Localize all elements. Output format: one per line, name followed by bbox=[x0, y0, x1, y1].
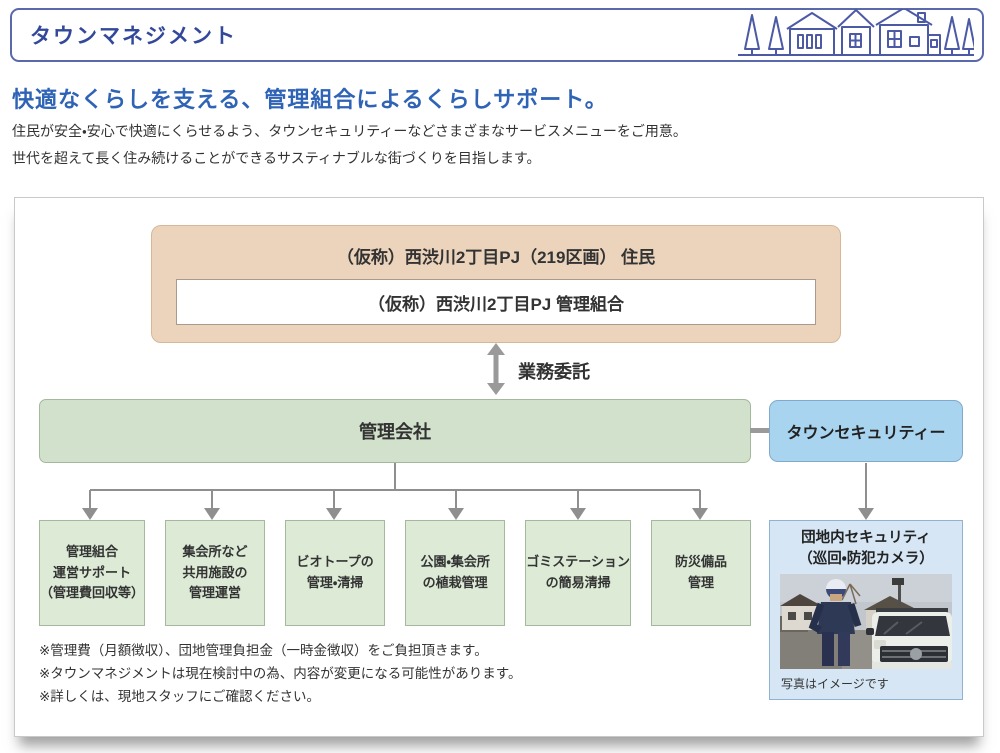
double-arrow-icon bbox=[483, 342, 509, 400]
service-box-park-planting: 公園・集会所 の植栽管理 bbox=[405, 520, 506, 626]
intro-line-1: 住民が安全・安心で快適にくらせるよう、タウンセキュリティーなどさまざまなサービス… bbox=[12, 123, 687, 139]
delegation-connector: 業務委託 bbox=[483, 342, 590, 400]
residents-title: （仮称）西渋川2丁目PJ（219区画） 住民 bbox=[336, 248, 656, 267]
service-box-garbage-station: ゴミステーション の簡易清掃 bbox=[525, 520, 631, 626]
service-line: 公園・集会所 bbox=[420, 554, 490, 570]
management-association-box: （仮称）西渋川2丁目PJ 管理組合 bbox=[176, 279, 816, 325]
service-box-shared-facilities: 集会所など 共用施設の 管理運営 bbox=[165, 520, 266, 626]
fanout-connector-icon bbox=[39, 463, 751, 525]
service-line: 管理 bbox=[687, 575, 714, 590]
footnote-3: ※詳しくは、現地スタッフにご確認ください。 bbox=[39, 689, 321, 705]
section-heading: 快適なくらしを支える、管理組合によるくらしサポート。 bbox=[12, 87, 608, 112]
security-photo bbox=[780, 574, 952, 674]
service-box-biotope: ビオトープの 管理・清掃 bbox=[285, 520, 386, 626]
service-line: 防災備品 bbox=[674, 554, 727, 570]
delegation-label: 業務委託 bbox=[518, 362, 590, 382]
service-line: 管理・清掃 bbox=[306, 575, 364, 590]
footnote-2: ※タウンマネジメントは現在検討中の為、内容が変更になる可能性があります。 bbox=[39, 666, 522, 682]
page-title: タウンマネジメント bbox=[30, 25, 237, 48]
horizontal-connector bbox=[750, 428, 770, 433]
service-box-association-support: 管理組合 運営サポート （管理費回収等） bbox=[39, 520, 146, 626]
footnote-1: ※管理費（月額徴収）、団地管理負担金（一時金徴収）をご負担頂きます。 bbox=[39, 643, 488, 658]
security-arrow-icon bbox=[854, 463, 878, 525]
service-line: 管理運営 bbox=[189, 585, 242, 601]
footnotes: ※管理費（月額徴収）、団地管理負担金（一時金徴収）をご負担頂きます。 ※タウンマ… bbox=[39, 639, 521, 709]
service-line: 共用施設の bbox=[182, 564, 248, 580]
service-line: の簡易清掃 bbox=[545, 575, 611, 590]
security-detail-title-line1: 団地内セキュリティ bbox=[801, 530, 931, 546]
service-line: 運営サポート bbox=[53, 564, 132, 580]
intro-line-2: 世代を超えて長く住み続けることができるサスティナブルな街づくりを目指します。 bbox=[12, 150, 541, 167]
houses-trees-icon bbox=[738, 6, 976, 62]
service-box-disaster-supplies: 防災備品 管理 bbox=[650, 520, 752, 626]
service-boxes: 管理組合 運営サポート （管理費回収等） 集会所など 共用施設の 管理運営 ビオ… bbox=[39, 520, 752, 626]
service-line: の植栽管理 bbox=[422, 575, 488, 590]
management-company-box: 管理会社 bbox=[39, 399, 751, 463]
town-security-box: タウンセキュリティー bbox=[769, 400, 963, 462]
intro-text: 住民が安全・安心で快適にくらせるよう、タウンセキュリティーなどさまざまなサービス… bbox=[12, 118, 687, 173]
service-line: ゴミステーション bbox=[526, 554, 630, 570]
security-detail-title-line2: （巡回・防犯カメラ） bbox=[798, 551, 934, 568]
residents-box: （仮称）西渋川2丁目PJ（219区画） 住民 （仮称）西渋川2丁目PJ 管理組合 bbox=[151, 225, 841, 343]
section-header: タウンマネジメント bbox=[10, 6, 984, 62]
security-detail-title: 団地内セキュリティ （巡回・防犯カメラ） bbox=[770, 528, 962, 570]
service-line: 管理組合 bbox=[66, 543, 119, 559]
service-line: 集会所など bbox=[182, 543, 248, 559]
security-detail-box: 団地内セキュリティ （巡回・防犯カメラ） bbox=[769, 520, 963, 700]
photo-caption: 写真はイメージです bbox=[781, 677, 889, 692]
service-line: （管理費回収等） bbox=[40, 585, 145, 601]
service-line: ビオトープの bbox=[296, 554, 374, 570]
organization-diagram: （仮称）西渋川2丁目PJ（219区画） 住民 （仮称）西渋川2丁目PJ 管理組合… bbox=[14, 197, 984, 737]
